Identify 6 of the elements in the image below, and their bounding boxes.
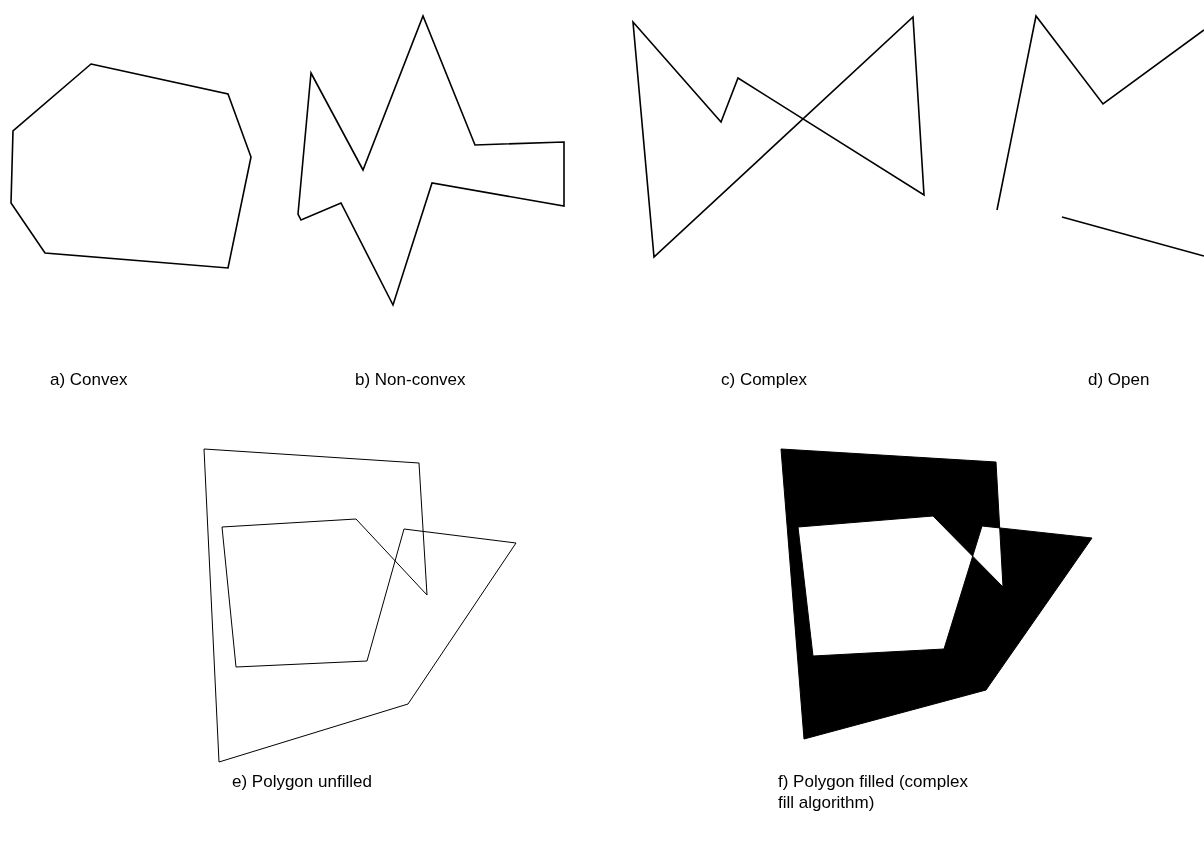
caption: c) Complex xyxy=(721,369,807,390)
caption: e) Polygon unfilled xyxy=(232,771,372,792)
caption: a) Convex xyxy=(50,369,128,390)
caption: f) Polygon filled (complex fill algorithm) xyxy=(778,771,969,813)
caption: b) Non-convex xyxy=(355,369,466,390)
caption: d) Open xyxy=(1088,369,1150,390)
